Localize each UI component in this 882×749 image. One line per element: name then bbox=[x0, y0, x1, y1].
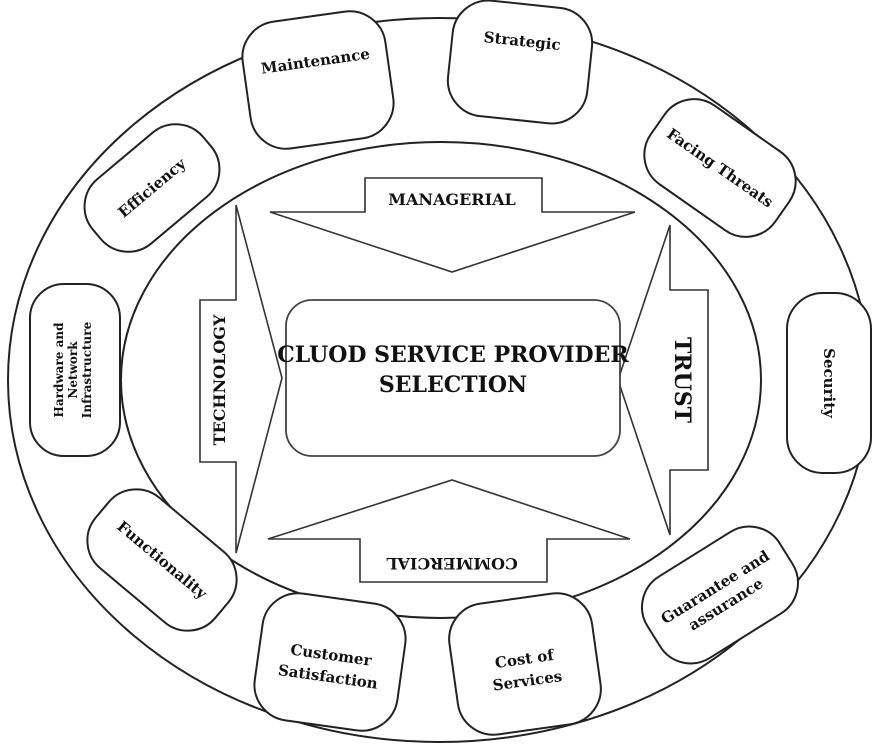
factor-facing-threats: Facing Threats bbox=[643, 98, 797, 238]
factor-security-label: Security bbox=[820, 348, 838, 419]
center-selection-box: CLUOD SERVICE PROVIDER SELECTION bbox=[277, 299, 629, 457]
factor-hardware-line3: Infrastructure bbox=[80, 321, 94, 418]
commercial-arrow: COMMERCIAL bbox=[267, 479, 631, 583]
technology-arrow: TECHNOLOGY bbox=[199, 204, 283, 554]
factor-maintenance: Maintenance bbox=[241, 10, 395, 150]
commercial-label: COMMERCIAL bbox=[386, 554, 517, 573]
factor-hardware-line2: Network bbox=[66, 341, 80, 399]
factor-security: Security bbox=[786, 292, 872, 474]
managerial-arrow: MANAGERIAL bbox=[269, 177, 636, 273]
managerial-label: MANAGERIAL bbox=[388, 190, 515, 209]
factor-customer-satisfaction: Customer Satisfaction bbox=[253, 592, 407, 732]
center-title-line1: CLUOD SERVICE PROVIDER bbox=[277, 342, 629, 368]
factor-cost-of-services: Cost of Services bbox=[448, 592, 602, 736]
factor-guarantee-assurance: Guarantee and assurance bbox=[641, 525, 799, 665]
factor-efficiency: Efficiency bbox=[83, 123, 221, 253]
technology-label: TECHNOLOGY bbox=[210, 314, 229, 445]
factor-functionality: Functionality bbox=[86, 488, 238, 632]
factor-hardware-network-infrastructure: Hardware and Network Infrastructure bbox=[29, 283, 121, 457]
factor-hardware-line1: Hardware and bbox=[52, 322, 66, 418]
trust-arrow: TRUST bbox=[617, 224, 709, 536]
center-title-line2: SELECTION bbox=[379, 372, 527, 398]
trust-label: TRUST bbox=[669, 337, 695, 424]
factor-strategic: Strategic bbox=[446, 0, 594, 125]
